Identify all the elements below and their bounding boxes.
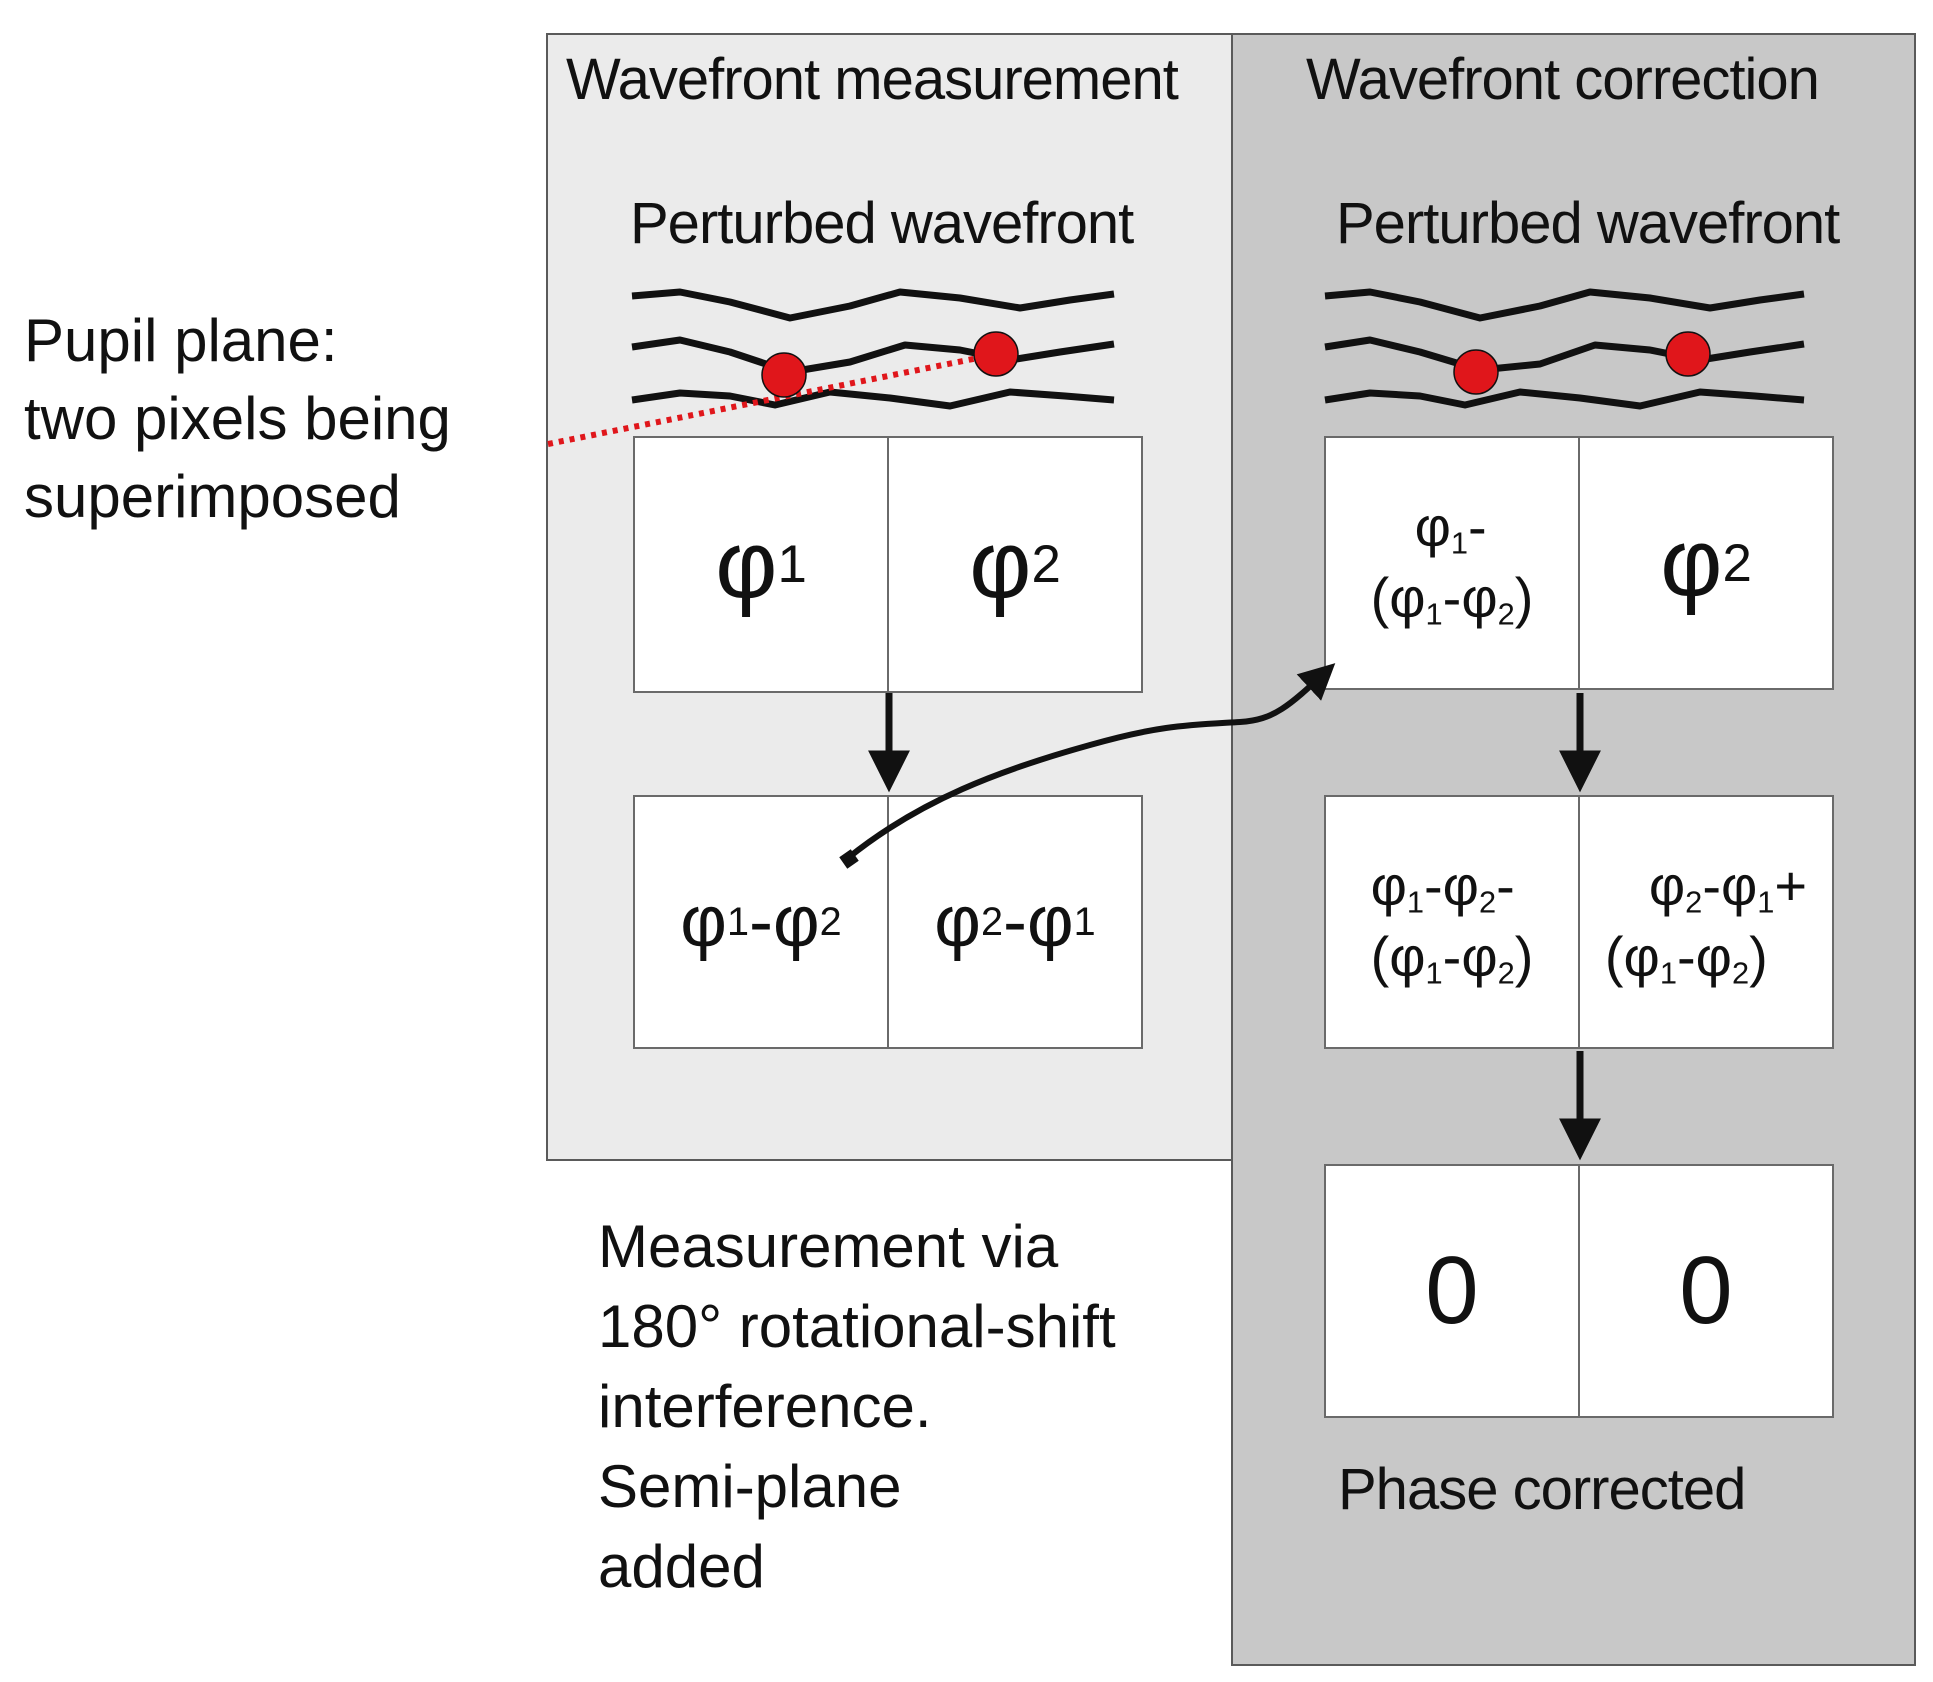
correction-wavefront	[1324, 288, 1805, 410]
measurement-note: Measurement via 180° rotational-shift in…	[598, 1213, 1116, 1600]
measurement-wavefront	[631, 288, 1115, 410]
measurement-title: Wavefront measurement	[566, 47, 1179, 112]
cell-corrected-phi1: φ1- (φ1-φ2)	[1324, 436, 1580, 690]
cell-zero-right: 0	[1578, 1164, 1834, 1418]
correction-title: Wavefront correction	[1306, 47, 1820, 112]
cell-residual-right: φ2-φ1+ (φ1-φ2)	[1578, 795, 1834, 1049]
measurement-subtitle: Perturbed wavefront	[630, 191, 1134, 256]
pixel-dot-right-1	[1453, 349, 1499, 395]
transfer-arrow-tail	[839, 849, 859, 869]
transfer-arrow	[846, 663, 1336, 861]
pixel-dot-right-2	[1665, 331, 1711, 377]
correction-subtitle: Perturbed wavefront	[1336, 191, 1840, 256]
pixel-dot-left-2	[973, 331, 1019, 377]
cell-residual-left: φ1-φ2- (φ1-φ2)	[1324, 795, 1580, 1049]
phase-corrected-label: Phase corrected	[1338, 1457, 1746, 1522]
pixel-dot-left-1	[761, 352, 807, 398]
pupil-plane-label: Pupil plane: two pixels being superimpos…	[24, 307, 451, 530]
